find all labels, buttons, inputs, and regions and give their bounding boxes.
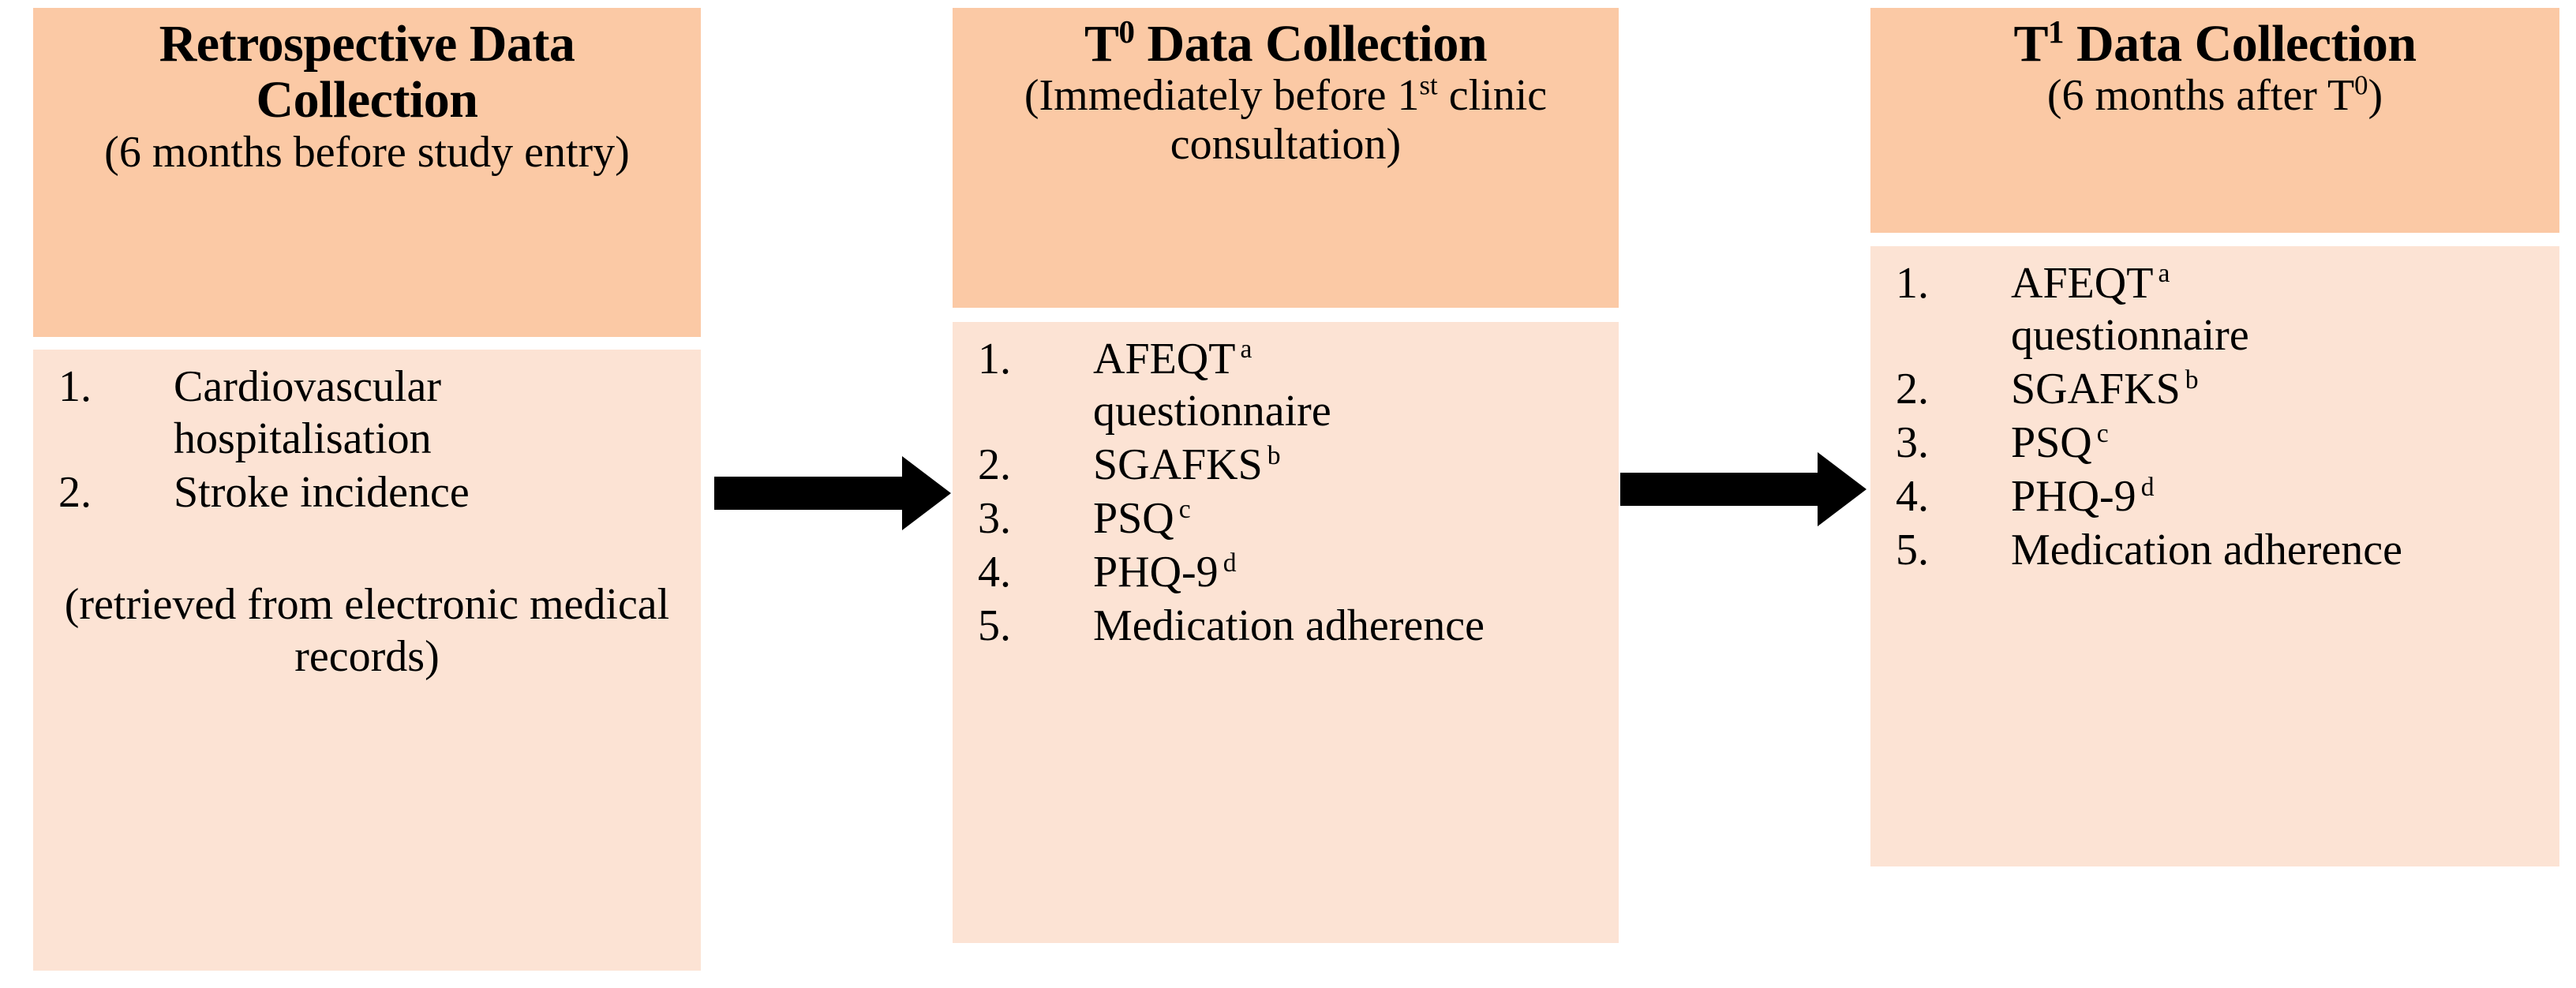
list-item-text: PSQ [1093,494,1174,544]
list-item-text-cont: questionnaire [1093,387,1331,436]
subtitle-post: clinic consultation) [1170,71,1548,169]
title-rest: Data Collection [2063,15,2417,73]
title-line-2: Collection [256,71,478,129]
footnote-marker: d [1222,548,1237,578]
title-superscript: 0 [1118,14,1135,50]
stage-retrospective-list: Cardiovascular hospitalisation Stroke in… [54,361,680,518]
title-rest: Data Collection [1134,15,1488,73]
stage-retrospective-subtitle: (6 months before study entry) [104,127,630,177]
list-item-text-cont: questionnaire [2011,311,2249,361]
list-item-text: Cardiovascular hospitalisation [174,362,441,464]
title-superscript: 1 [2047,14,2064,50]
arrow-shaft [1620,473,1819,506]
list-item: Medication adherence [973,600,1598,652]
footnote-marker: b [2185,365,2199,395]
list-item-text: Medication adherence [2011,526,2402,575]
subtitle-superscript: 0 [2354,69,2368,101]
list-item-text: PHQ-9 [2011,472,2136,522]
list-item-text: AFEQT [2011,259,2154,308]
footnote-marker: a [2158,259,2170,289]
subtitle-pre: (6 months after T [2046,71,2355,121]
stage-retrospective-header: Retrospective Data Collection (6 months … [33,8,701,337]
list-item-text: AFEQT [1093,335,1236,384]
title-base: T [2013,15,2048,73]
list-item: Cardiovascular hospitalisation [54,361,680,465]
stage-t0-title: T0 Data Collection [967,16,1604,72]
stage-retrospective-body: Cardiovascular hospitalisation Stroke in… [33,350,701,971]
stage-t0-header: T0 Data Collection (Immediately before 1… [953,8,1619,308]
list-item-text: SGAFKS [1093,440,1263,490]
spacer [54,520,680,578]
list-item: Medication adherence [1891,524,2539,576]
stage-t1-title: T1 Data Collection [1885,16,2545,72]
arrow-head [1818,452,1866,526]
subtitle-pre: (Immediately before 1 [1024,71,1420,121]
footnote-marker: d [2140,472,2155,502]
stage-retrospective-title: Retrospective Data Collection [47,16,687,129]
list-item-text: Stroke incidence [174,468,470,518]
list-item-text: PHQ-9 [1093,548,1219,597]
footnote-marker: b [1267,440,1281,470]
title-base: T [1084,15,1119,73]
title-line-1: Retrospective Data [159,15,575,73]
list-item-text: PSQ [2011,418,2092,468]
stage-t1-header: T1 Data Collection (6 months after T0) [1870,8,2559,233]
list-item-text: SGAFKS [2011,365,2181,414]
list-item-text: Medication adherence [1093,601,1485,651]
list-item: Stroke incidence [54,466,680,518]
stage-t0-subtitle: (Immediately before 1st clinic consultat… [967,69,1604,169]
footnote-marker: a [1240,335,1252,365]
stage-retrospective-note: (retrieved from electronic medical recor… [64,580,670,682]
stage-t1-subtitle: (6 months after T0) [1885,69,2545,121]
subtitle-post: ) [2368,71,2383,121]
footnote-marker: c [2096,418,2109,448]
arrow-shaft [714,477,904,510]
footnote-marker: c [1178,494,1191,524]
arrow-head [902,456,951,530]
subtitle-superscript: st [1419,69,1438,101]
